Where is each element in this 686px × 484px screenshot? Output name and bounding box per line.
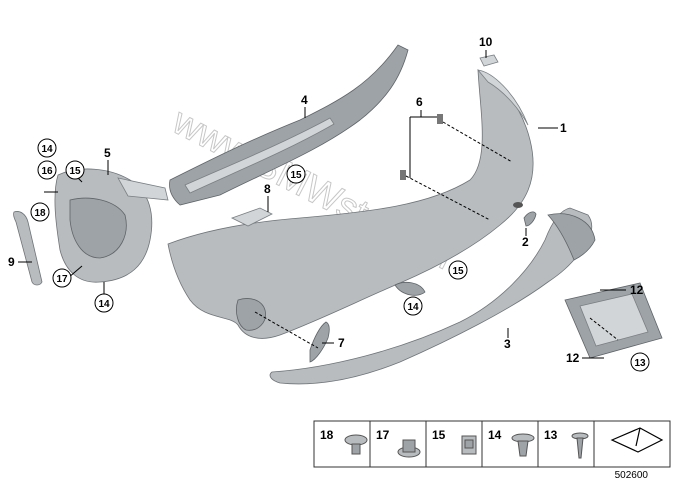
circled-label-14-bottom: 14: [94, 293, 114, 313]
label-part-5: 5: [104, 146, 111, 160]
label-part-7: 7: [338, 336, 345, 350]
license-plate-bracket: [564, 282, 663, 359]
circled-label-18: 18: [30, 202, 50, 222]
rear-bumper-panel: [167, 69, 534, 339]
label-part-9: 9: [8, 255, 15, 269]
small-tray: [230, 207, 273, 227]
legend-label-14: 14: [488, 428, 502, 442]
label-part-6: 6: [416, 95, 423, 109]
side-trim-strip: [13, 211, 43, 286]
svg-text:15: 15: [290, 170, 302, 181]
clip-nut-icon: [461, 435, 477, 455]
svg-text:17: 17: [56, 274, 68, 285]
svg-text:18: 18: [34, 208, 46, 219]
legend-label-17: 17: [376, 428, 390, 442]
screw-icon: [571, 432, 589, 459]
cap-piece: [479, 54, 499, 67]
circled-label-15-middle: 15: [286, 164, 306, 184]
fastener-legend: 18 17 15 14 13: [313, 420, 671, 468]
circled-label-17: 17: [52, 268, 72, 288]
label-part-3: 3: [504, 337, 511, 351]
circled-label-16: 16: [37, 160, 57, 180]
label-part-12-upper: 12: [630, 283, 644, 297]
assembly-symbol-icon: [610, 427, 664, 453]
legend-label-15: 15: [432, 428, 446, 442]
clip-pair: [400, 114, 443, 180]
svg-text:14: 14: [41, 144, 53, 155]
svg-text:16: 16: [41, 166, 53, 177]
push-nut-icon: [344, 434, 368, 455]
expanding-rivet-icon: [511, 433, 535, 457]
legend-label-18: 18: [320, 428, 334, 442]
upper-carrier-bracket: [169, 44, 409, 206]
label-part-4: 4: [301, 93, 308, 107]
round-nut-icon: [397, 439, 421, 458]
label-part-10: 10: [479, 35, 493, 49]
svg-text:13: 13: [634, 358, 646, 369]
label-part-2: 2: [522, 235, 529, 249]
label-part-12-lower: 12: [566, 351, 580, 365]
circled-label-13: 13: [630, 352, 650, 372]
lower-diffuser-strip: [269, 207, 596, 385]
reflector: [309, 321, 330, 363]
side-bracket-assembly: [54, 168, 169, 283]
circled-label-15-left: 15: [65, 160, 85, 180]
svg-text:14: 14: [407, 302, 419, 313]
circled-label-14-top: 14: [37, 138, 57, 158]
legend-label-13: 13: [544, 428, 558, 442]
svg-text:15: 15: [69, 166, 81, 177]
svg-text:14: 14: [98, 299, 110, 310]
reference-number: 502600: [615, 470, 649, 481]
circled-label-14-center: 14: [403, 296, 423, 316]
svg-text:15: 15: [452, 266, 464, 277]
small-plug: [523, 211, 537, 227]
circled-label-15-right: 15: [448, 260, 468, 280]
label-part-1: 1: [560, 121, 567, 135]
label-part-8: 8: [264, 182, 271, 196]
